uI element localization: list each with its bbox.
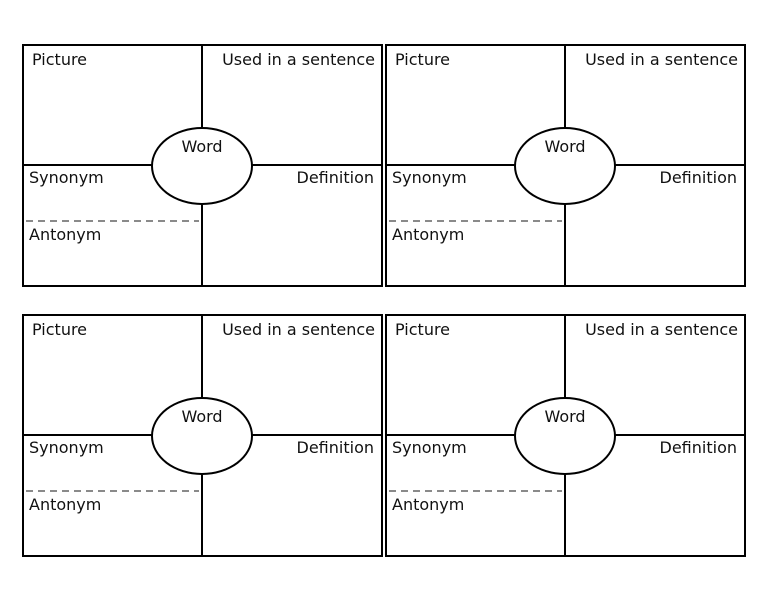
picture-label: Picture bbox=[395, 320, 451, 339]
picture-label: Picture bbox=[32, 50, 88, 69]
synonym-label: Synonym bbox=[29, 168, 104, 187]
antonym-dashed-divider bbox=[389, 490, 562, 492]
antonym-label: Antonym bbox=[392, 225, 465, 244]
word-label: Word bbox=[181, 137, 223, 156]
synonym-label: Synonym bbox=[29, 438, 104, 457]
used-in-sentence-label: Used in a sentence bbox=[585, 320, 738, 339]
word-oval: Word bbox=[151, 127, 253, 205]
definition-label: Definition bbox=[659, 438, 737, 457]
picture-label: Picture bbox=[395, 50, 451, 69]
definition-label: Definition bbox=[296, 168, 374, 187]
antonym-label: Antonym bbox=[29, 495, 102, 514]
definition-label: Definition bbox=[659, 168, 737, 187]
used-in-sentence-label: Used in a sentence bbox=[222, 50, 375, 69]
synonym-label: Synonym bbox=[392, 438, 467, 457]
antonym-dashed-divider bbox=[26, 490, 199, 492]
vocab-card-1: Picture Used in a sentence Synonym Defin… bbox=[22, 44, 383, 287]
antonym-label: Antonym bbox=[392, 495, 465, 514]
antonym-dashed-divider bbox=[389, 220, 562, 222]
used-in-sentence-label: Used in a sentence bbox=[585, 50, 738, 69]
word-label: Word bbox=[544, 137, 586, 156]
used-in-sentence-label: Used in a sentence bbox=[222, 320, 375, 339]
word-oval: Word bbox=[514, 127, 616, 205]
word-oval: Word bbox=[514, 397, 616, 475]
synonym-label: Synonym bbox=[392, 168, 467, 187]
antonym-label: Antonym bbox=[29, 225, 102, 244]
definition-label: Definition bbox=[296, 438, 374, 457]
word-label: Word bbox=[181, 407, 223, 426]
vocab-card-3: Picture Used in a sentence Synonym Defin… bbox=[22, 314, 383, 557]
vocab-card-4: Picture Used in a sentence Synonym Defin… bbox=[385, 314, 746, 557]
antonym-dashed-divider bbox=[26, 220, 199, 222]
picture-label: Picture bbox=[32, 320, 88, 339]
word-oval: Word bbox=[151, 397, 253, 475]
word-label: Word bbox=[544, 407, 586, 426]
vocab-card-2: Picture Used in a sentence Synonym Defin… bbox=[385, 44, 746, 287]
